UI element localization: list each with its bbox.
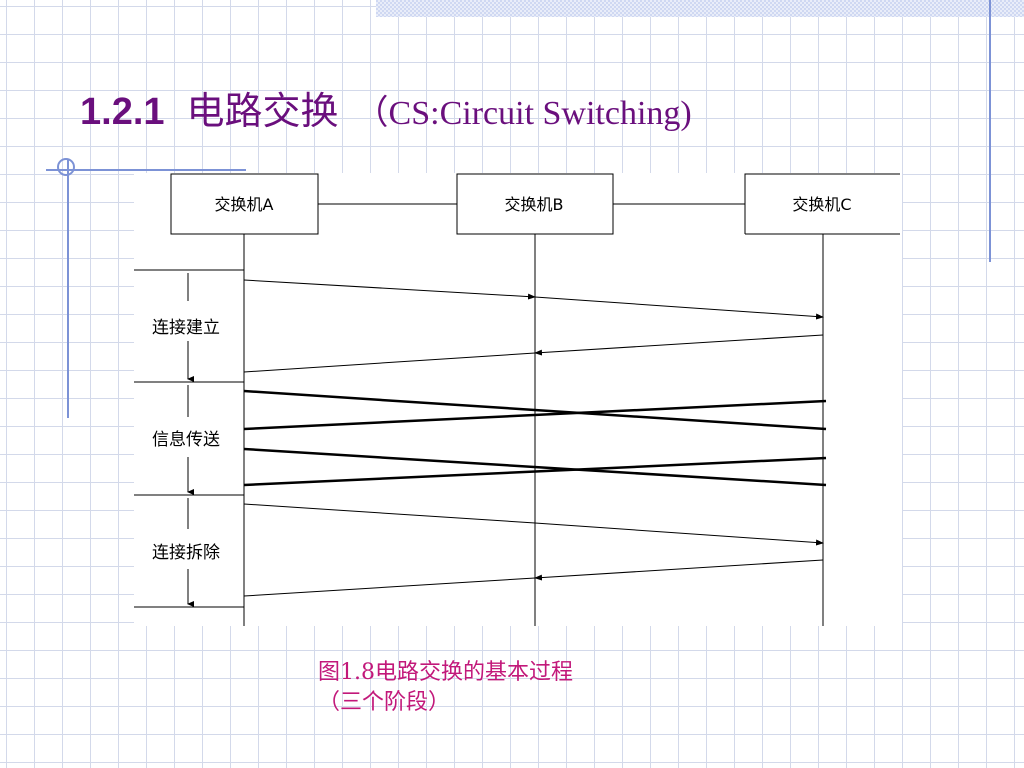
figure-caption: 图1.8电路交换的基本过程 （三个阶段） (318, 658, 573, 718)
decor-circle (57, 158, 75, 176)
left-decor-line (67, 160, 69, 418)
release-request-a-to-b (243, 503, 536, 524)
phase-label-transfer: 信息传送 (152, 430, 220, 450)
caption-line-2: （三个阶段） (318, 690, 451, 715)
setup-request-a-to-b (243, 279, 536, 300)
node-label-a: 交换机A (215, 195, 274, 214)
title-english: （CS:Circuit Switching) (354, 95, 692, 132)
circuit-switching-diagram: 交换机A 交换机B 交换机C 连接建立 信息传送 连接拆除 (134, 173, 902, 626)
release-ack-b-to-a (243, 577, 536, 597)
setup-request-b-to-c (534, 296, 824, 320)
data-transfer-2 (243, 399, 827, 431)
node-box-c: 交换机C (744, 173, 900, 235)
release-request-b-to-c (534, 522, 824, 546)
node-box-a: 交换机A (170, 173, 319, 235)
phase-label-release: 连接拆除 (152, 543, 220, 563)
top-decor-band (376, 0, 1024, 17)
title-number: 1.2.1 (80, 91, 165, 133)
node-label-b: 交换机B (505, 195, 564, 214)
phase-label-connect: 连接建立 (152, 318, 220, 338)
data-transfer-4 (243, 456, 827, 487)
title-chinese: 电路交换 (186, 89, 339, 133)
setup-ack-b-to-a (243, 352, 536, 373)
data-transfer-3 (243, 447, 827, 487)
node-box-b: 交换机B (456, 173, 614, 235)
data-transfer-1 (243, 389, 827, 431)
slide-title: 1.2.1 电路交换 （CS:Circuit Switching) (80, 80, 692, 135)
right-decor-line (989, 0, 991, 262)
release-ack-c-to-b (534, 559, 824, 581)
caption-line-1: 图1.8电路交换的基本过程 (318, 660, 573, 685)
title-underline-decor (46, 169, 246, 171)
setup-ack-c-to-b (534, 334, 824, 356)
node-label-c: 交换机C (792, 195, 851, 214)
